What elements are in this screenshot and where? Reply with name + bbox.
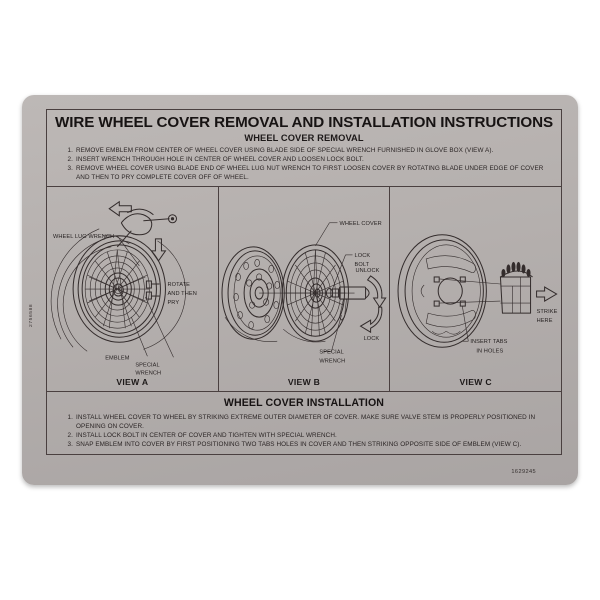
step-number: 1.: [67, 414, 73, 421]
label-wheel-cover: WHEEL COVER: [339, 221, 381, 227]
tab-holes: [434, 276, 467, 307]
step-number: 2.: [67, 432, 73, 439]
label-lock: LOCK: [363, 336, 379, 342]
side-margin-code: 2756588: [29, 303, 34, 327]
printed-frame: WIRE WHEEL COVER REMOVAL AND INSTALLATIO…: [46, 109, 562, 455]
label-insert-tabs-line1: INSERT TABS: [471, 339, 508, 345]
step-number: 2.: [67, 155, 73, 163]
list-item: 3. SNAP EMBLEM INTO COVER BY FIRST POSIT…: [47, 440, 561, 449]
view-b-panel: WHEEL COVER LOCK BOLT UNLOCK LOCK SPECIA…: [217, 186, 390, 391]
label-strike-here-line1: STRIKE: [537, 309, 558, 315]
list-item: 2. INSERT WRENCH THROUGH HOLE IN CENTER …: [47, 155, 561, 164]
step-text: SNAP EMBLEM INTO COVER BY FIRST POSITION…: [76, 441, 522, 448]
label-special-wrench-line1: SPECIAL: [319, 349, 343, 355]
unlock-arrow: [366, 275, 387, 308]
pry-blade: [145, 280, 160, 300]
view-b-caption: VIEW B: [287, 377, 321, 387]
lock-arrow: [359, 306, 383, 334]
bare-wheel-drawing: [221, 246, 285, 342]
step-text: INSTALL WHEEL COVER TO WHEEL BY STRIKING…: [76, 414, 536, 430]
emblem-knurl: [501, 261, 531, 277]
label-insert-tabs-line2: IN HOLES: [477, 348, 504, 354]
step-number: 3.: [67, 441, 73, 448]
label-special-wrench-line2: WRENCH: [319, 358, 345, 364]
strike-arrow: [536, 286, 558, 302]
cover-back-face-drawing: [397, 234, 488, 348]
step-text: REMOVE WHEEL COVER USING BLADE END OF WH…: [76, 164, 544, 181]
label-rotate-line1: ROTATE: [167, 282, 190, 288]
removal-steps-list: 1. REMOVE EMBLEM FROM CENTER OF WHEEL CO…: [47, 146, 561, 182]
list-item: 1. INSTALL WHEEL COVER TO WHEEL BY STRIK…: [47, 413, 561, 431]
label-unlock: UNLOCK: [355, 268, 379, 274]
page-title: WIRE WHEEL COVER REMOVAL AND INSTALLATIO…: [54, 114, 554, 131]
label-special-wrench-line1: SPECIAL: [135, 362, 159, 368]
installation-title: WHEEL COVER INSTALLATION: [223, 397, 385, 409]
vent-holes: [233, 258, 280, 330]
lug-nuts: [245, 273, 272, 309]
view-c-caption: VIEW C: [459, 377, 492, 387]
step-text: REMOVE EMBLEM FROM CENTER OF WHEEL COVER…: [76, 146, 494, 154]
leader-lines-a: [103, 235, 174, 358]
emblem-tool: [500, 261, 534, 314]
label-wheel-lug-wrench: WHEEL LUG WRENCH: [53, 234, 114, 240]
rotate-arrow-down: [150, 238, 167, 262]
label-emblem: EMBLEM: [105, 355, 130, 361]
view-c-panel: STRIKE HERE INSERT TABS IN HOLES VIEW C: [389, 186, 561, 391]
label-rotate-line2: AND THEN: [167, 291, 196, 297]
step-text: INSTALL LOCK BOLT IN CENTER OF COVER AND…: [76, 432, 337, 439]
step-number: 1.: [67, 146, 73, 154]
removal-subtitle: WHEEL COVER REMOVAL: [244, 132, 364, 143]
list-item: 1. REMOVE EMBLEM FROM CENTER OF WHEEL CO…: [47, 146, 561, 155]
view-a-panel: WHEEL LUG WRENCH ROTATE AND THEN PRY EMB…: [47, 187, 218, 391]
wheel-cover-drawing-a: [50, 228, 186, 352]
label-lock-bolt-line1: LOCK: [354, 253, 370, 259]
step-number: 3.: [67, 164, 73, 172]
alignment-lines-c: [439, 278, 501, 304]
label-strike-here-line2: HERE: [537, 318, 553, 324]
label-lock-bolt-line2: BOLT: [354, 262, 369, 268]
lock-bolt: [325, 287, 339, 299]
special-wrench-tool-b: [338, 286, 370, 321]
leader-lines-b: [314, 222, 353, 352]
list-item: 3. REMOVE WHEEL COVER USING BLADE END OF…: [47, 164, 561, 182]
label-special-wrench-line2: WRENCH: [135, 370, 161, 376]
view-b-diagram: WHEEL COVER LOCK BOLT UNLOCK LOCK SPECIA…: [221, 221, 387, 364]
step-text: INSERT WRENCH THROUGH HOLE IN CENTER OF …: [76, 155, 364, 163]
rotate-arrow-up: [108, 200, 132, 217]
part-number: 1629245: [511, 469, 536, 475]
instruction-decal-card: 2756588 1629245 WIRE WHEEL COVER REMOVAL…: [22, 95, 578, 485]
leader-lines-c: [462, 305, 469, 342]
diagram-panels-row: WHEEL LUG WRENCH ROTATE AND THEN PRY EMB…: [47, 186, 561, 392]
installation-steps-list: 1. INSTALL WHEEL COVER TO WHEEL BY STRIK…: [47, 413, 561, 449]
list-item: 2. INSTALL LOCK BOLT IN CENTER OF COVER …: [47, 431, 561, 440]
view-a-caption: VIEW A: [116, 377, 149, 387]
view-a-diagram: WHEEL LUG WRENCH ROTATE AND THEN PRY EMB…: [50, 200, 197, 376]
wheel-cover-installation-section: WHEEL COVER INSTALLATION 1. INSTALL WHEE…: [47, 392, 561, 454]
view-c-diagram: STRIKE HERE INSERT TABS IN HOLES: [397, 234, 558, 354]
wheel-cover-removal-section: WIRE WHEEL COVER REMOVAL AND INSTALLATIO…: [47, 110, 561, 187]
label-rotate-line3: PRY: [167, 300, 179, 306]
